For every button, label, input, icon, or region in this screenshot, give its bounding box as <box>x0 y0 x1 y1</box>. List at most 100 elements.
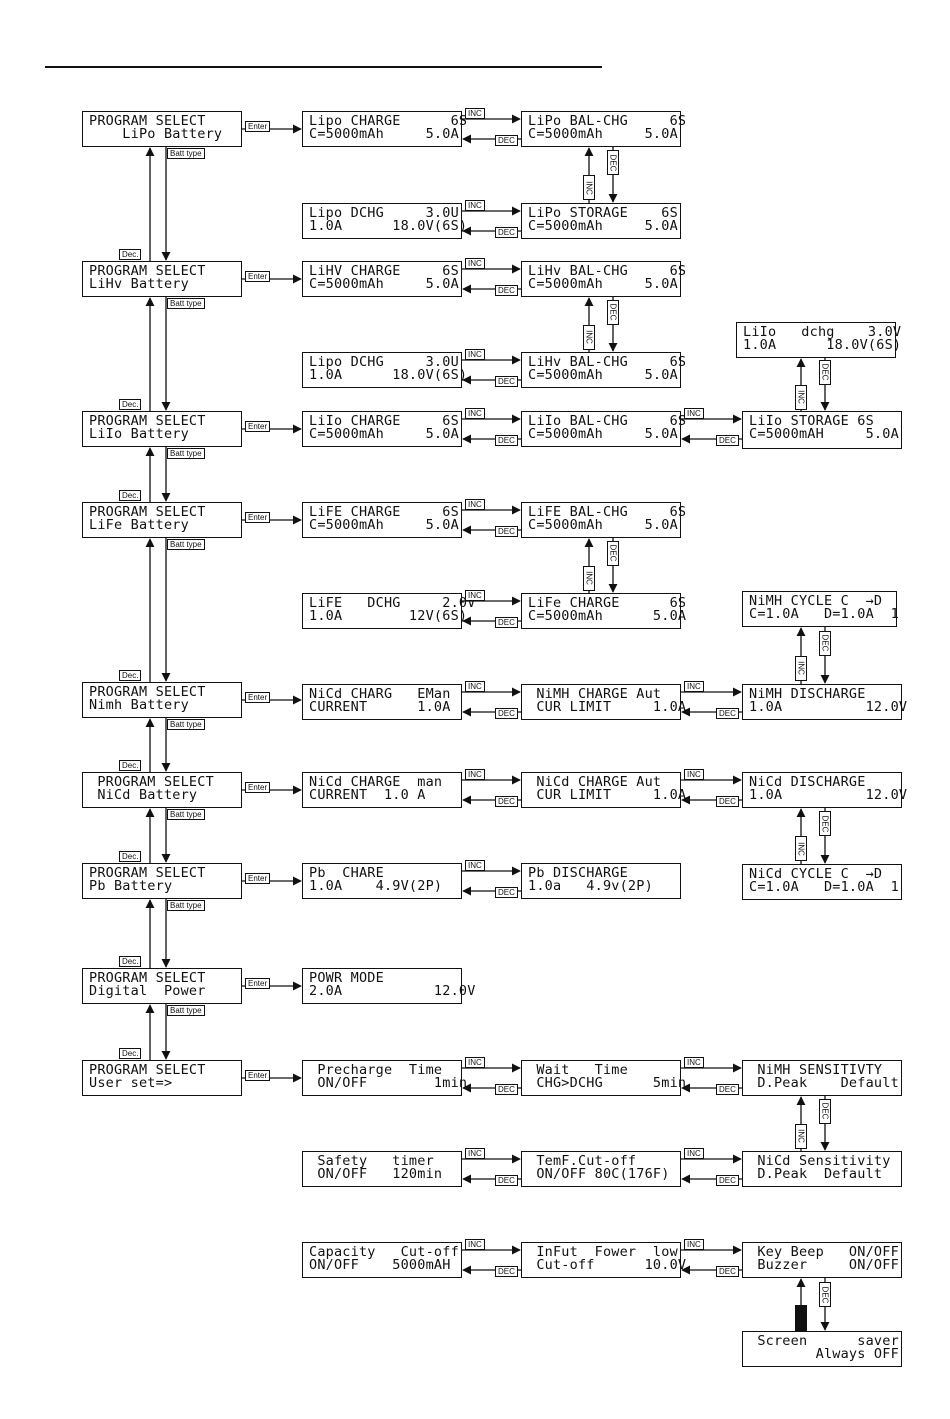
lcd-screen-wait-time: Wait Time CHG>DCHG 5min <box>521 1060 686 1096</box>
lcd-line-2: 1.0A 12V(6S) <box>309 608 468 624</box>
lcd-line-1: PROGRAM SELECT <box>89 970 206 986</box>
batt-type-tag: Batt type <box>167 298 205 309</box>
lcd-line-2: ON/OFF 80C(176F) <box>528 1166 670 1182</box>
lcd-line-1: Lipo DCHG 3.0U <box>309 205 459 221</box>
lcd-line-1: POWR MODE <box>309 970 384 986</box>
lcd-line-2: 1.0A 18.0V(6S) <box>309 367 468 383</box>
lcd-line-2: C=5000mAh 5.0A <box>528 608 687 624</box>
lcd-line-1: LiFE BAL-CHG 6S <box>528 504 687 520</box>
dec-tag: DEC <box>495 617 518 628</box>
dec-tag: DEC <box>495 887 518 898</box>
dec-tag: DEC <box>495 376 518 387</box>
lcd-line-2: LiHv Battery <box>89 276 189 292</box>
dec-tag: DEC <box>716 1084 739 1095</box>
lcd-line-1: LiHV CHARGE 6S <box>309 263 459 279</box>
lcd-line-2: C=5000mAH 5.0A <box>749 426 899 442</box>
inc-tag-vertical: INC <box>583 565 595 591</box>
lcd-line-1: PROGRAM SELECT <box>89 774 214 790</box>
lcd-line-1: Pb CHARE <box>309 865 384 881</box>
lcd-line-2: CUR LIMIT 1.0A <box>528 787 687 803</box>
lcd-line-2: 1.0a 4.9v(2P) <box>528 878 653 894</box>
lcd-line-1: NiMH DISCHARGE <box>749 686 866 702</box>
lcd-screen-input-low: InFut Fower low Cut-off 10.0V <box>521 1242 686 1278</box>
dec-tag: DEC <box>716 796 739 807</box>
lcd-line-2: 1.0A 12.0V <box>749 787 908 803</box>
lcd-line-2: ON/OFF 120min <box>309 1166 443 1182</box>
lcd-line-2: C=5000mAh 5.0A <box>309 126 459 142</box>
dec-tag: DEC <box>716 435 739 446</box>
lcd-line-2: CURRENT 1.0 A <box>309 787 426 803</box>
inc-tag: INC <box>465 1057 485 1068</box>
enter-tag: Enter <box>245 1070 271 1081</box>
dec-back-tag: Dec. <box>119 760 142 771</box>
dec-back-tag: Dec. <box>119 399 142 410</box>
dec-tag: DEC <box>495 526 518 537</box>
lcd-screen-safety: Safety timer ON/OFF 120min <box>302 1151 462 1187</box>
inc-tag: INC <box>465 349 485 360</box>
lcd-line-2: User set=> <box>89 1075 173 1091</box>
lcd-line-1: LiIo BAL-CHG 6S <box>528 413 687 429</box>
lcd-line-2: 2.0A 12.0V <box>309 983 476 999</box>
lcd-line-1: Screen saver <box>749 1333 899 1349</box>
vertical-tag-text: INC <box>584 180 594 195</box>
lcd-screen-temp-cut: TemF.Cut-off ON/OFF 80C(176F) <box>521 1151 681 1187</box>
inc-tag: INC <box>465 769 485 780</box>
lcd-line-2: C=5000mAh 5.0A <box>528 276 678 292</box>
dec-tag-vertical: DEC <box>819 630 831 656</box>
lcd-line-1: LiHv BAL-CHG 6S <box>528 263 687 279</box>
dec-tag: DEC <box>495 1266 518 1277</box>
lcd-line-1: LiPo STORAGE 6S <box>528 205 678 221</box>
inc-tag-vertical: INC <box>583 175 595 200</box>
dec-tag-vertical: DEC <box>819 1282 831 1307</box>
lcd-line-1: NiMH CYCLE C →D <box>749 593 883 609</box>
inc-tag: INC <box>465 1148 485 1159</box>
lcd-line-1: Lipo DCHG 3.0U <box>309 354 459 370</box>
lcd-line-2: C=5000mAh 5.0A <box>309 517 459 533</box>
lcd-line-2: D.Peak Default <box>749 1166 883 1182</box>
inc-tag: INC <box>684 1239 704 1250</box>
inc-tag: INC <box>465 499 485 510</box>
dec-back-tag: Dec. <box>119 956 142 967</box>
dec-tag: DEC <box>495 1084 518 1095</box>
inc-tag: INC <box>465 1239 485 1250</box>
inc-tag-vertical: INC <box>795 836 807 861</box>
vertical-tag-text: DEC <box>820 1286 830 1303</box>
lcd-screen-nicd-sens: NiCd Sensitivity D.Peak Default <box>742 1151 902 1187</box>
inc-tag: INC <box>684 681 704 692</box>
lcd-line-1: Safety timer <box>309 1153 434 1169</box>
lcd-line-1: Key Beep ON/OFF <box>749 1244 899 1260</box>
batt-type-tag: Batt type <box>167 900 205 911</box>
lcd-line-2: Pb Battery <box>89 878 173 894</box>
batt-type-tag: Batt type <box>167 1005 205 1016</box>
lcd-line-1: NiCd CHARGE Aut <box>528 774 662 790</box>
lcd-line-2: 1.0A 18.0V(6S) <box>743 337 902 353</box>
lcd-line-1: NiCd DISCHARGE <box>749 774 866 790</box>
batt-type-tag: Batt type <box>167 719 205 730</box>
lcd-line-1: LiIo CHARGE 6S <box>309 413 459 429</box>
lcd-line-1: NiCd CHARGE man <box>309 774 443 790</box>
lcd-screen-pre-time: Precharge Time ON/OFF 1min <box>302 1060 467 1096</box>
lcd-line-2: LiFe Battery <box>89 517 189 533</box>
lcd-line-2: 1.0A 12.0V <box>749 699 908 715</box>
enter-tag: Enter <box>245 873 271 884</box>
inc-tag: INC <box>684 408 704 419</box>
lcd-line-2: C=5000mAh 5.0A <box>309 426 459 442</box>
lcd-line-1: Capacity Cut-off <box>309 1244 459 1260</box>
vertical-tag-text: DEC <box>820 1102 830 1120</box>
vertical-tag-text: DEC <box>608 154 618 171</box>
lcd-line-1: LiIo STORAGE 6S <box>749 413 874 429</box>
lcd-line-2: C=5000mAh 5.0A <box>528 426 678 442</box>
inc-tag: INC <box>465 258 485 269</box>
